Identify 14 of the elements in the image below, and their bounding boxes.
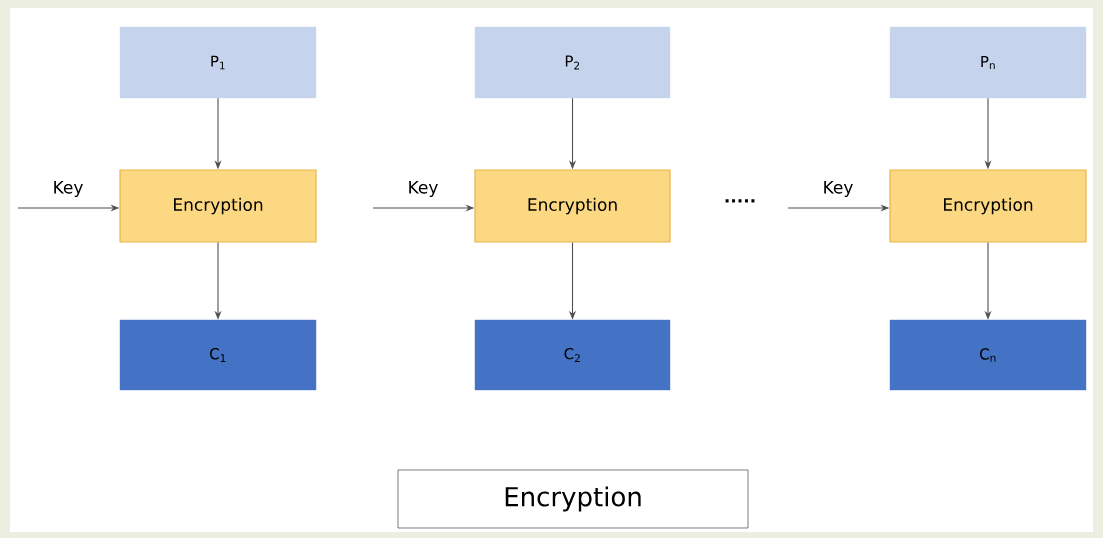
encryption-box: Encryption <box>889 169 1087 243</box>
edge-label: Key <box>406 180 440 198</box>
encryption-box: Encryption <box>474 169 671 243</box>
plaintext-box: P$_{2}$ <box>474 26 671 99</box>
edge-label: Key <box>821 180 855 198</box>
ciphertext-box: C$_{1}$ <box>119 319 317 391</box>
caption-box: Encryption <box>397 469 749 529</box>
ellipsis: ····· <box>725 199 755 203</box>
plaintext-box: P$_{n}$ <box>889 26 1087 99</box>
plaintext-box: P$_{1}$ <box>119 26 317 99</box>
ciphertext-box: C$_{n}$ <box>889 319 1087 391</box>
encryption-box: Encryption <box>119 169 317 243</box>
ciphertext-box: C$_{2}$ <box>474 319 671 391</box>
edge-label: Key <box>51 180 85 198</box>
